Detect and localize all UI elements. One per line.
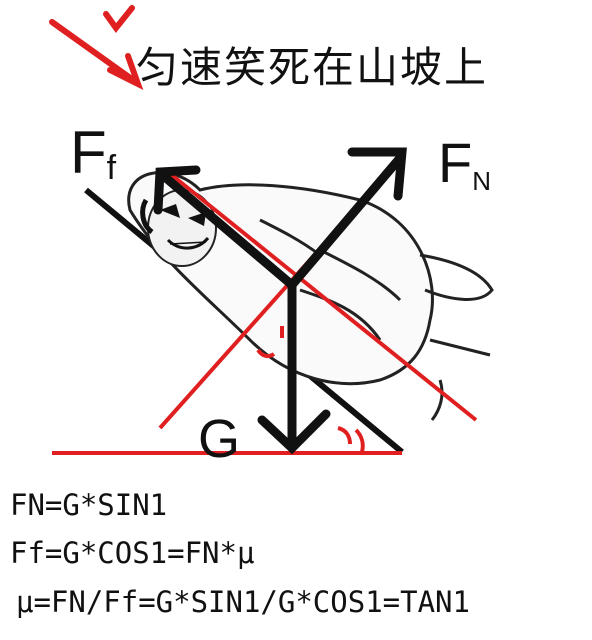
formula-line-3: μ=FN/Ff=G*SIN1/G*COS1=TAN1 bbox=[16, 585, 470, 619]
normal-force-label: FN bbox=[438, 130, 491, 196]
red-construction-lines bbox=[52, 166, 478, 455]
friction-label-main: F bbox=[70, 119, 107, 186]
normal-force-arrow bbox=[287, 147, 407, 290]
formula-line-2: Ff=G*COS1=FN*μ bbox=[10, 536, 255, 570]
normal-label-main: F bbox=[438, 131, 473, 194]
friction-arrow bbox=[153, 165, 297, 290]
formula-line-1: FN=G*SIN1 bbox=[10, 488, 168, 522]
friction-force-label: Ff bbox=[70, 118, 116, 187]
meme-title: 匀速笑死在山坡上 bbox=[136, 43, 489, 92]
red-pointer-arrow bbox=[49, 5, 144, 91]
bird-sketch bbox=[127, 171, 494, 421]
normal-label-sub: N bbox=[472, 166, 491, 196]
gravity-arrow bbox=[257, 280, 331, 455]
friction-label-sub: f bbox=[106, 149, 117, 187]
gravity-label: G bbox=[198, 409, 241, 469]
